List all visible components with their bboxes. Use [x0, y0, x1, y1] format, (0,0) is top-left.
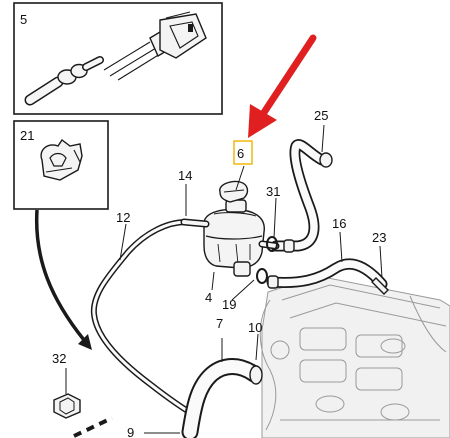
expansion-tank-cap [219, 180, 249, 203]
leader-lines [65, 124, 383, 434]
callout-31: 31 [266, 184, 280, 199]
callout-10: 10 [248, 320, 262, 335]
dashed-boundary-line [73, 416, 113, 438]
callout-14: 14 [178, 168, 192, 183]
hose-12 [90, 219, 199, 419]
callout-9: 9 [127, 425, 134, 438]
callout-4: 4 [205, 290, 212, 305]
expansion-tank [180, 199, 280, 277]
callout-25: 25 [314, 108, 328, 123]
highlight-box-6 [233, 140, 253, 165]
hose-clamp-31 [266, 236, 278, 252]
hose-connector-illustration [24, 11, 207, 106]
callout-7: 7 [216, 316, 223, 331]
part-32 [53, 393, 81, 419]
leader-arrow-21-to-32 [34, 209, 92, 350]
hose-16 [266, 258, 389, 295]
callout-21: 21 [20, 128, 34, 143]
highlight-arrow [248, 34, 317, 138]
hose-clip-illustration [40, 138, 83, 181]
callout-16: 16 [332, 216, 346, 231]
engine-block [259, 275, 450, 438]
callout-32: 32 [52, 351, 66, 366]
callout-19: 19 [222, 297, 236, 312]
hose-7 [181, 358, 263, 438]
callout-12: 12 [116, 210, 130, 225]
callout-5: 5 [20, 12, 27, 27]
inset-box-21 [13, 120, 109, 210]
hose-25 [270, 139, 333, 253]
callout-6: 6 [237, 146, 244, 161]
callout-23: 23 [372, 230, 386, 245]
inset-box-5 [13, 2, 223, 115]
hose-clamp-19 [256, 268, 268, 284]
